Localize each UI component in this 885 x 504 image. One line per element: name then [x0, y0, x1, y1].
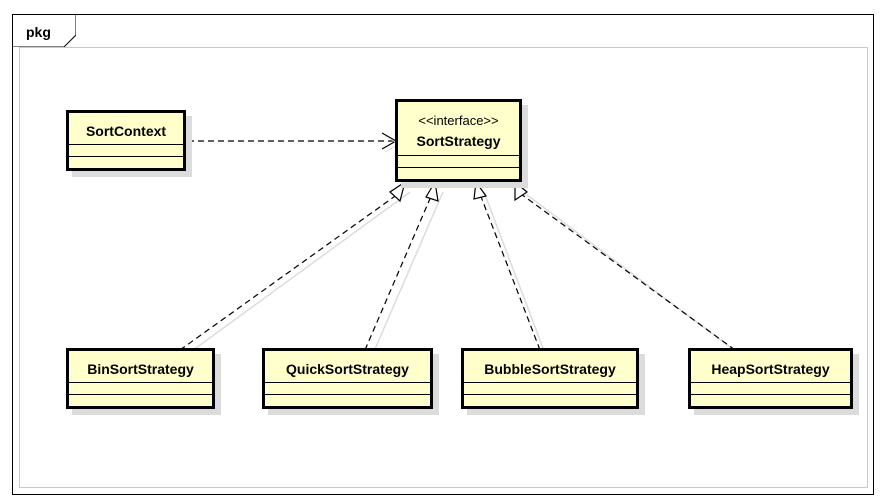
class-name: QuickSortStrategy [286, 361, 409, 377]
package-inner-frame [19, 47, 868, 488]
attributes-separator [69, 382, 212, 383]
realization-arrowhead-bubble [473, 180, 488, 200]
package-frame [12, 14, 874, 495]
realization-line-heap [520, 193, 736, 351]
class-sort-strategy[interactable]: <<interface>> SortStrategy [395, 99, 522, 182]
class-name: SortStrategy [416, 133, 501, 149]
attributes-separator [265, 382, 430, 383]
package-label: pkg [26, 24, 51, 40]
operations-separator [464, 394, 636, 395]
attributes-separator [464, 382, 636, 383]
operations-separator [265, 394, 430, 395]
class-bin-sort-strategy[interactable]: BinSortStrategy [66, 348, 215, 409]
operations-separator [398, 167, 519, 168]
class-heap-sort-strategy[interactable]: HeapSortStrategy [688, 348, 853, 409]
attributes-separator [398, 155, 519, 156]
realization-line-bubble [479, 193, 541, 351]
realization-arrowhead-heap [514, 180, 529, 202]
realization-line-bin [179, 193, 399, 351]
attributes-separator [69, 144, 183, 145]
class-sort-context[interactable]: SortContext [66, 110, 186, 171]
class-bubble-sort-strategy[interactable]: BubbleSortStrategy [461, 348, 639, 409]
attributes-separator [691, 382, 850, 383]
stereotype-label: <<interface>> [418, 113, 499, 128]
operations-separator [69, 156, 183, 157]
class-name: BinSortStrategy [87, 361, 194, 377]
realization-arrowhead-quick [425, 180, 439, 202]
operations-separator [691, 394, 850, 395]
class-quick-sort-strategy[interactable]: QuickSortStrategy [262, 348, 433, 409]
class-name: BubbleSortStrategy [484, 361, 616, 377]
realization-line-quick [364, 193, 433, 351]
realization-arrowhead-bin [389, 180, 406, 203]
package-tab [12, 14, 76, 47]
operations-separator [69, 394, 212, 395]
class-name: SortContext [85, 123, 167, 139]
class-name: HeapSortStrategy [711, 361, 830, 377]
